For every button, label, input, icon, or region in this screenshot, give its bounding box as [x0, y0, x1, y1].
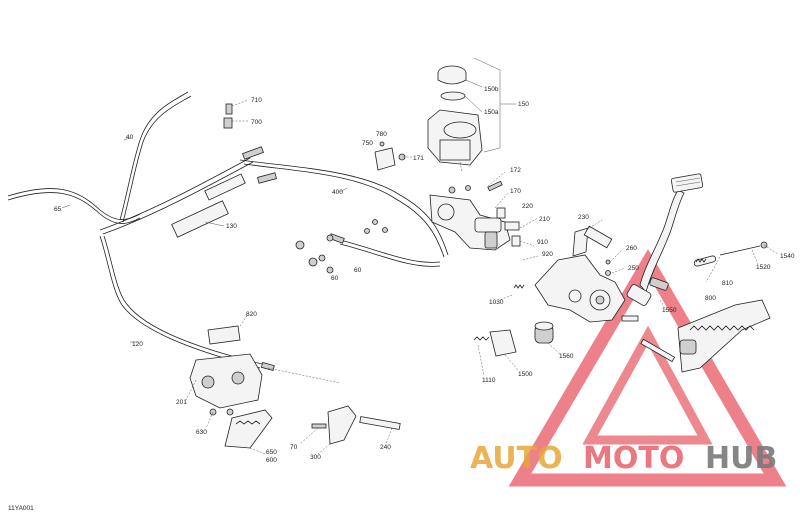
- callout-172: 172: [510, 167, 521, 174]
- callout-labels: 710 700 40 65 130 120 400 60 60 780 750 …: [8, 86, 795, 512]
- callout-1560: 1560: [559, 353, 574, 360]
- callout-600: 600: [266, 457, 277, 464]
- master-cylinder: [429, 180, 521, 251]
- figure-code: 11YA001: [8, 505, 34, 512]
- callout-260: 260: [626, 245, 637, 252]
- callout-170: 170: [510, 188, 521, 195]
- callout-1550: 1550: [662, 307, 677, 314]
- callout-150: 150: [518, 101, 529, 108]
- callout-710: 710: [251, 97, 262, 104]
- callout-60-b: 60: [354, 267, 362, 274]
- callout-65: 65: [54, 206, 62, 213]
- callout-240: 240: [380, 444, 391, 451]
- hose-protector-sleeve: [171, 200, 229, 238]
- watermark-logo: [508, 249, 787, 487]
- watermark-moto: MOTO: [583, 441, 684, 476]
- callout-220: 220: [522, 203, 533, 210]
- callout-300: 300: [310, 454, 321, 461]
- callout-920: 920: [542, 251, 553, 258]
- callout-1500: 1500: [518, 371, 533, 378]
- callout-700: 700: [251, 119, 262, 126]
- watermark-text: AUTO MOTO HUB: [470, 441, 777, 476]
- callout-650: 650: [266, 449, 277, 456]
- callout-1520: 1520: [756, 264, 771, 271]
- callout-400: 400: [332, 189, 343, 196]
- callout-230: 230: [578, 214, 589, 221]
- spring-components: [473, 258, 707, 357]
- callout-40: 40: [126, 134, 134, 141]
- brake-pedal: [621, 173, 768, 363]
- callout-1110: 1110: [482, 377, 496, 384]
- callout-130: 130: [226, 223, 237, 230]
- leader-lines: [61, 99, 779, 455]
- brake-hoses: [7, 91, 449, 371]
- callout-910: 910: [537, 239, 548, 246]
- callout-1030: 1030: [489, 299, 504, 306]
- callout-800: 800: [705, 295, 716, 302]
- callout-820: 820: [246, 311, 257, 318]
- callout-780: 780: [376, 131, 387, 138]
- reservoir-assembly: [427, 57, 516, 166]
- hose-protector-sleeve-upper: [204, 173, 246, 201]
- callout-810: 810: [722, 280, 733, 287]
- pedal-bracket: [534, 225, 626, 344]
- footrest-right: [677, 299, 771, 373]
- callout-1540: 1540: [780, 253, 795, 260]
- callout-60-a: 60: [331, 275, 339, 282]
- callout-150b: 150b: [484, 86, 499, 93]
- callout-171: 171: [413, 155, 424, 162]
- callout-750: 750: [362, 140, 373, 147]
- watermark-hub: HUB: [705, 441, 777, 476]
- hose-bracket: [374, 141, 406, 171]
- callout-150a: 150a: [484, 109, 499, 116]
- callout-210: 210: [539, 216, 550, 223]
- watermark-auto: AUTO: [470, 441, 563, 476]
- callout-201: 201: [176, 399, 187, 406]
- callout-70: 70: [290, 444, 298, 451]
- callout-120: 120: [132, 341, 143, 348]
- footrest-left: [189, 325, 401, 449]
- fasteners-left: [295, 219, 388, 274]
- callout-630: 630: [196, 429, 207, 436]
- callout-250: 250: [628, 265, 639, 272]
